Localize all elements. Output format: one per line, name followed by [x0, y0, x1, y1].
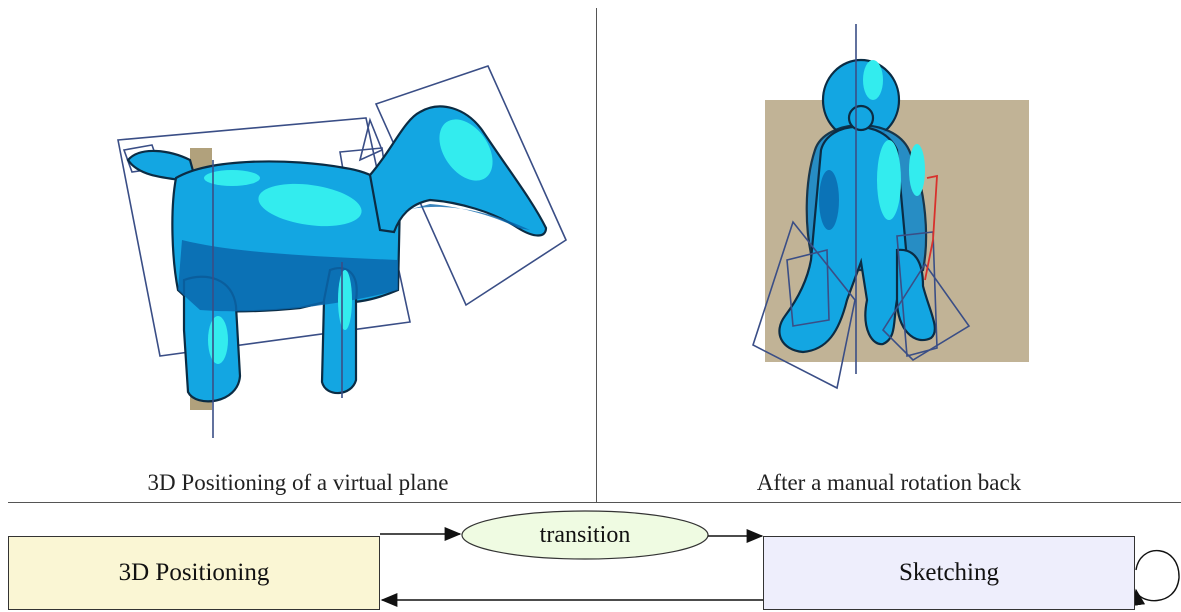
transition-label[interactable]: transition: [539, 521, 631, 548]
rotated-view-canvas[interactable]: [597, 0, 1181, 500]
rotated-frames: [752, 220, 971, 390]
state-flow-diagram: [380, 510, 1180, 607]
rotated-view-panel[interactable]: After a manual rotation back: [597, 0, 1181, 500]
rotated-highlights: [819, 60, 925, 230]
right-inner-frame: [896, 231, 938, 358]
dog-model[interactable]: [126, 105, 548, 403]
self-loop-arrow: [1131, 549, 1180, 607]
positioning-view-panel[interactable]: 3D Positioning of a virtual plane: [0, 0, 596, 500]
left-caption: 3D Positioning of a virtual plane: [147, 470, 449, 495]
positioning-view-canvas[interactable]: [0, 0, 596, 500]
positioning-state[interactable]: 3D Positioning: [8, 536, 380, 610]
head-frame: [374, 65, 568, 307]
horizontal-divider: [8, 502, 1181, 503]
vertical-divider: [596, 8, 597, 502]
joint-frame: [358, 117, 384, 162]
sketch-stroke: [924, 174, 938, 281]
sketching-state[interactable]: Sketching: [763, 536, 1135, 610]
left-leg-frame: [752, 220, 856, 390]
right-leg-frame: [881, 262, 971, 362]
transition-node[interactable]: [461, 510, 709, 560]
right-caption: After a manual rotation back: [756, 470, 1022, 495]
body-frame: [117, 117, 411, 357]
inner-frame: [786, 248, 830, 327]
